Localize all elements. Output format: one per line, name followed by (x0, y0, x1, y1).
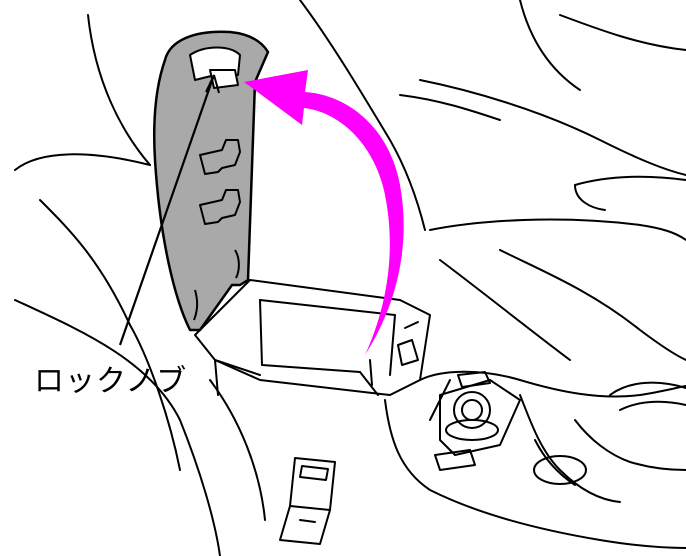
shifter-panel (439, 379, 521, 456)
seatbelt-buckle (289, 457, 336, 511)
seat-cushion-left-outline (14, 299, 221, 556)
shift-knob (453, 391, 491, 429)
seat-back-left-outline (87, 14, 151, 166)
seat-side-left-outline (14, 153, 151, 171)
callout-leader-line (118, 74, 216, 346)
console-box-outline (194, 279, 431, 396)
lock-knob-callout-label: ロックノブ (34, 364, 188, 399)
open-direction-arrow (244, 70, 404, 355)
seat-back-right-outline (299, 0, 426, 231)
armrest-lid (152, 30, 270, 332)
